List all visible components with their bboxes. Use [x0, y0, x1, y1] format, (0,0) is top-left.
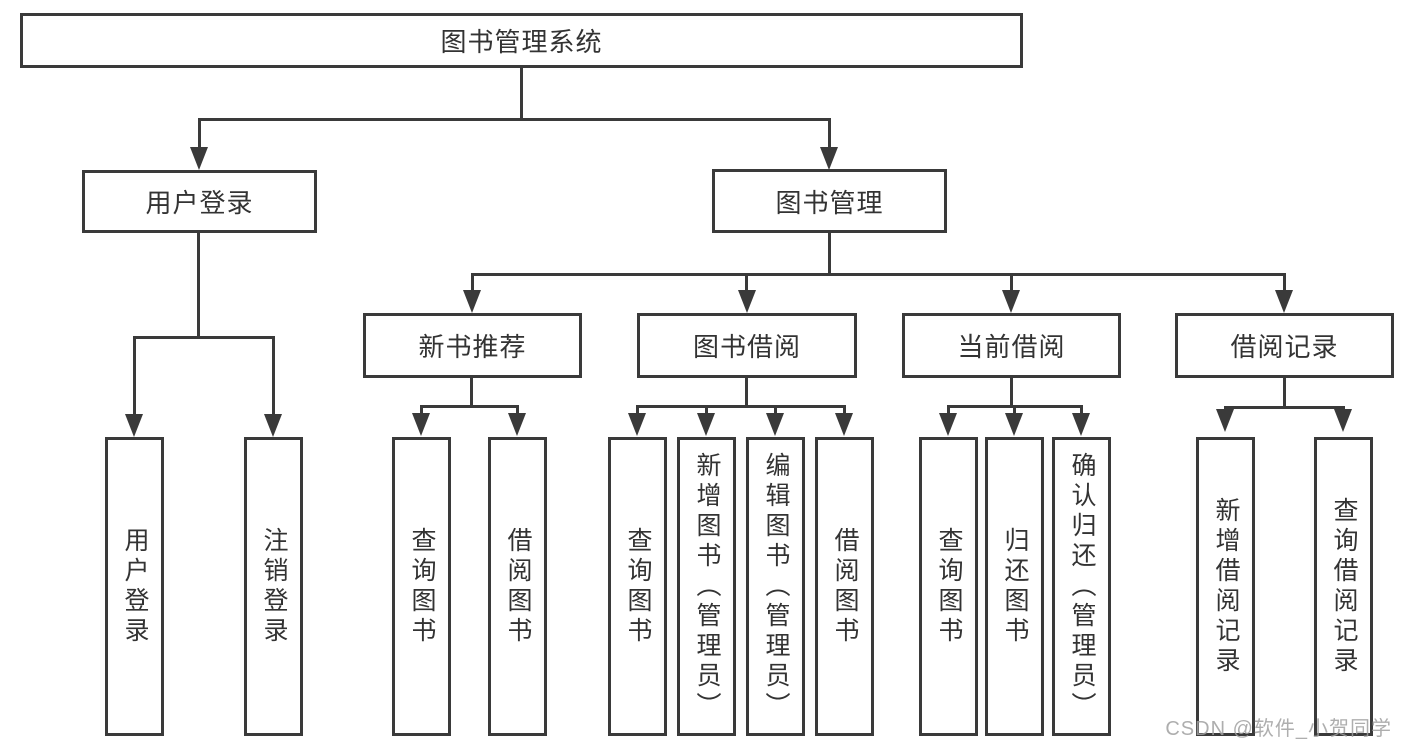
leaf-user-login: 用户登录	[105, 437, 164, 736]
node-label: 图书管理	[775, 187, 884, 218]
arrow-to-leaf	[697, 413, 715, 436]
leaf-label: 新增图书（管理员）	[693, 451, 721, 722]
connector-root-trunk	[520, 68, 523, 120]
arrow-to-leaf	[939, 413, 957, 436]
leaf-add-borrow-record: 新增借阅记录	[1196, 437, 1255, 736]
node-borrow-records: 借阅记录	[1175, 313, 1394, 378]
connector-stem	[774, 405, 777, 416]
leaf-label: 查询借阅记录	[1330, 496, 1358, 677]
leaf-borrow-books-recommend: 借阅图书	[488, 437, 547, 736]
leaf-logout-login: 注销登录	[244, 437, 303, 736]
connector-stem-current	[1010, 273, 1013, 293]
leaf-query-borrow-record: 查询借阅记录	[1314, 437, 1373, 736]
leaf-edit-books-admin: 编辑图书（管理员）	[746, 437, 805, 736]
arrow-to-book-management	[820, 147, 838, 170]
leaf-query-books-borrow: 查询图书	[608, 437, 667, 736]
connector-manage-branch	[471, 273, 1285, 276]
leaf-label: 查询图书	[935, 526, 963, 647]
leaf-label: 新增借阅记录	[1212, 496, 1240, 677]
arrow-to-leaf	[508, 413, 526, 436]
node-new-book-recommend: 新书推荐	[363, 313, 582, 378]
connector-stem	[636, 405, 639, 416]
leaf-confirm-return-admin: 确认归还（管理员）	[1052, 437, 1111, 736]
arrow-to-leaf-logout	[264, 414, 282, 437]
arrow-to-leaf	[628, 413, 646, 436]
connector-stem	[516, 405, 519, 416]
arrow-to-leaf-user-login	[125, 414, 143, 437]
node-library-management-system: 图书管理系统	[20, 13, 1023, 68]
leaf-query-books-current: 查询图书	[919, 437, 978, 736]
connector-stem	[420, 405, 423, 416]
connector-borrow-trunk	[745, 378, 748, 406]
connector-root-branch	[198, 118, 831, 121]
arrow-to-current	[1002, 290, 1020, 313]
leaf-label: 借阅图书	[831, 526, 859, 647]
leaf-label: 借阅图书	[504, 526, 532, 647]
node-user-login: 用户登录	[82, 170, 317, 233]
arrow-to-leaf	[1334, 409, 1352, 432]
connector-stem	[1080, 405, 1083, 416]
leaf-borrow-books-borrow: 借阅图书	[815, 437, 874, 736]
connector-recommend-branch	[420, 405, 519, 408]
connector-stem-user-login	[198, 118, 201, 150]
arrow-to-recommend	[463, 290, 481, 313]
connector-stem-book-management	[828, 118, 831, 150]
connector-records-branch	[1224, 406, 1345, 409]
csdn-watermark: CSDN @软件_小贺同学	[1165, 718, 1392, 740]
arrow-to-leaf	[412, 413, 430, 436]
arrow-to-leaf	[1216, 409, 1234, 432]
connector-borrow-branch	[636, 405, 846, 408]
connector-stem-leaf-user-login	[133, 336, 136, 415]
node-book-borrow: 图书借阅	[637, 313, 857, 378]
connector-recommend-trunk	[470, 378, 473, 406]
arrow-to-user-login	[190, 147, 208, 170]
leaf-query-books-recommend: 查询图书	[392, 437, 451, 736]
node-label: 新书推荐	[418, 332, 527, 362]
leaf-label: 查询图书	[408, 526, 436, 647]
connector-stem-recommend	[471, 273, 474, 293]
connector-stem	[1013, 405, 1016, 416]
leaf-label: 确认归还（管理员）	[1068, 451, 1096, 722]
leaf-add-books-admin: 新增图书（管理员）	[677, 437, 736, 736]
leaf-label: 查询图书	[624, 526, 652, 647]
leaf-return-books: 归还图书	[985, 437, 1044, 736]
arrow-to-leaf	[1072, 413, 1090, 436]
node-current-borrow: 当前借阅	[902, 313, 1121, 378]
connector-stem	[843, 405, 846, 416]
node-label: 图书借阅	[692, 332, 801, 362]
connector-stem-borrow	[745, 273, 748, 293]
connector-stem-leaf-logout	[272, 336, 275, 415]
arrow-to-leaf	[766, 413, 784, 436]
connector-current-trunk	[1010, 378, 1013, 406]
leaf-label: 用户登录	[121, 526, 149, 647]
connector-records-trunk	[1283, 378, 1286, 407]
arrow-to-leaf	[1005, 413, 1023, 436]
arrow-to-leaf	[835, 413, 853, 436]
connector-login-branch	[133, 336, 275, 339]
connector-stem	[947, 405, 950, 416]
node-label: 借阅记录	[1230, 332, 1339, 362]
connector-stem-records	[1283, 273, 1286, 293]
node-label: 当前借阅	[957, 332, 1066, 362]
connector-login-trunk	[197, 233, 200, 336]
connector-stem	[705, 405, 708, 416]
leaf-label: 归还图书	[1001, 526, 1029, 647]
arrow-to-records	[1275, 290, 1293, 313]
node-label: 用户登录	[145, 188, 254, 218]
leaf-label: 注销登录	[260, 526, 288, 647]
leaf-label: 编辑图书（管理员）	[762, 451, 790, 722]
node-book-management: 图书管理	[712, 169, 947, 233]
arrow-to-borrow	[738, 290, 756, 313]
connector-manage-trunk	[828, 233, 831, 273]
node-label: 图书管理系统	[440, 27, 603, 57]
